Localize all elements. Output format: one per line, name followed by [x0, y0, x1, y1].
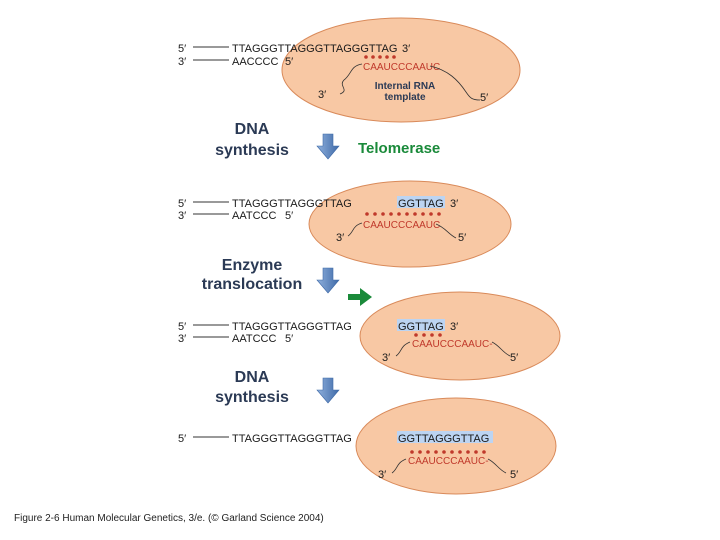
down-arrow-icon — [316, 267, 340, 294]
three-prime-label: 3′ — [450, 198, 458, 210]
new-dna-sequence: GGTTAG — [398, 321, 444, 333]
step-label: translocation — [202, 276, 302, 293]
step-label: synthesis — [215, 389, 289, 406]
new-dna-highlight — [397, 431, 493, 443]
rna-template-sequence: CAAUCCCAAUC- — [412, 339, 493, 350]
down-arrow-icon — [316, 377, 340, 404]
rna-template-sequence: CAAUCCCAAUC — [363, 220, 440, 231]
three-prime-label: 3′ — [450, 321, 458, 333]
telomerase-label: Telomerase — [358, 140, 440, 157]
telomerase-enzyme-2 — [308, 180, 512, 268]
new-dna-highlight — [397, 196, 445, 208]
five-prime-label: 5′ — [178, 198, 186, 210]
five-prime-label: 5′ — [178, 433, 186, 445]
dna-bottom-strand: AACCCC — [232, 56, 279, 68]
translocation-arrow-icon — [348, 288, 372, 306]
dna-top-strand: TTAGGGTTAGGGTTAG — [232, 198, 352, 210]
step-label: synthesis — [215, 142, 289, 159]
rna-five-prime-label: 5′ — [458, 232, 466, 244]
dna-bottom-strand: AATCCC — [232, 333, 276, 345]
panel-2: 5′ TTAGGGTTAGGGTTAG GGTTAG 3′ 3′ AATCCC … — [178, 180, 512, 268]
three-prime-label: 3′ — [402, 43, 410, 55]
dna-top-strand: TTAGGGTTAGGGTTAG — [232, 433, 352, 445]
panel-1: 5′ TTAGGGTTAGGGTTAGGGTTAG 3′ 3′ AACCCC 5… — [178, 17, 521, 123]
three-prime-label: 3′ — [178, 333, 186, 345]
step-label: Enzyme — [222, 257, 283, 274]
new-dna-highlight — [397, 319, 445, 331]
panel-4: 5′ TTAGGGTTAGGGTTAG GGTTAGGGTTAG CAAUCCC… — [178, 397, 557, 495]
dna-top-strand: TTAGGGTTAGGGTTAGGGTTAG — [232, 43, 397, 55]
down-arrow-icon — [316, 133, 340, 160]
base-pairing-dots — [364, 55, 396, 59]
three-prime-label: 3′ — [178, 56, 186, 68]
dna-bottom-strand: AATCCC — [232, 210, 276, 222]
five-prime-label: 5′ — [178, 43, 186, 55]
rna-three-prime-label: 3′ — [336, 232, 344, 244]
rna-five-prime-label: 5′ — [480, 92, 488, 104]
telomerase-enzyme-4 — [355, 397, 557, 495]
five-prime-label: 5′ — [285, 210, 293, 222]
rna-five-prime-label: 5′ — [510, 352, 518, 364]
internal-rna-template-label: Internal RNA — [375, 81, 436, 92]
base-pairing-dots — [365, 212, 441, 216]
panel-3: 5′ TTAGGGTTAGGGTTAG GGTTAG 3′ 3′ AATCCC … — [178, 291, 561, 381]
three-prime-label: 3′ — [178, 210, 186, 222]
rna-five-prime-label: 5′ — [510, 469, 518, 481]
telomerase-enzyme-1 — [281, 17, 521, 123]
telomerase-enzyme-3 — [359, 291, 561, 381]
base-pairing-dots — [410, 450, 486, 454]
rna-template-sequence: CAAUCCCAAUC- — [408, 456, 489, 467]
five-prime-label: 5′ — [178, 321, 186, 333]
rna-template-sequence: CAAUCCCAAUC — [363, 62, 440, 73]
five-prime-label: 5′ — [285, 56, 293, 68]
rna-three-prime-label: 3′ — [318, 89, 326, 101]
five-prime-label: 5′ — [285, 333, 293, 345]
internal-rna-template-label: template — [384, 92, 426, 103]
rna-three-prime-label: 3′ — [378, 469, 386, 481]
figure-caption: Figure 2-6 Human Molecular Genetics, 3/e… — [14, 513, 324, 524]
dna-top-strand: TTAGGGTTAGGGTTAG — [232, 321, 352, 333]
step-label: DNA — [235, 369, 270, 386]
rna-three-prime-label: 3′ — [382, 352, 390, 364]
step-label: DNA — [235, 121, 270, 138]
new-dna-sequence: GGTTAG — [398, 198, 444, 210]
new-dna-sequence: GGTTAGGGTTAG — [398, 433, 489, 445]
base-pairing-dots — [414, 333, 442, 337]
